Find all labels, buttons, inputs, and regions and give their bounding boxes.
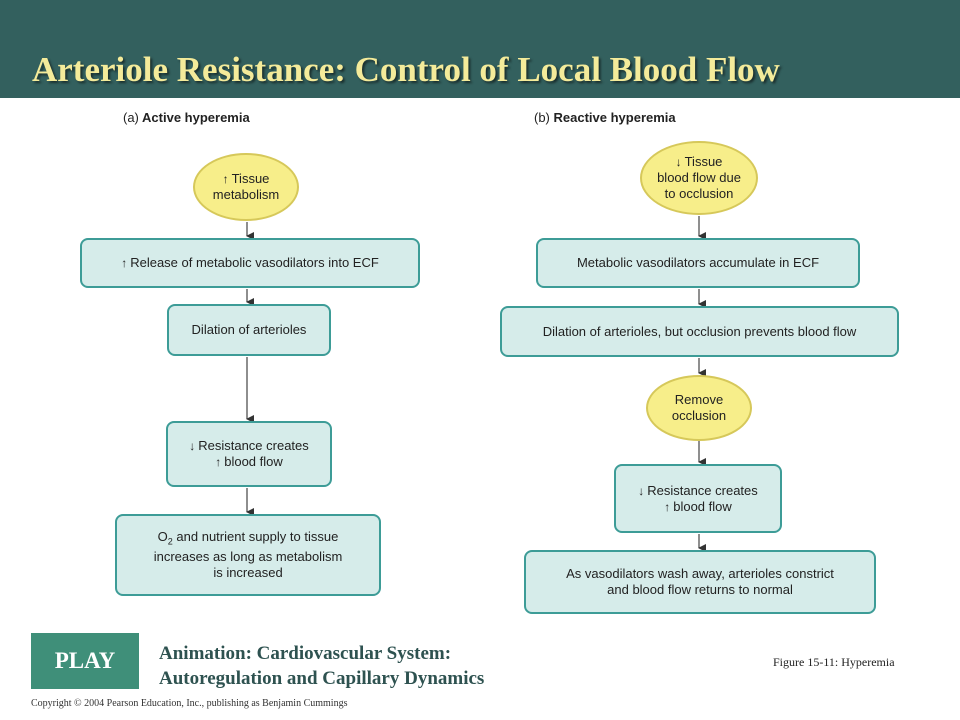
up-arrow-icon: ↑ <box>664 499 671 514</box>
panel-b-vasodilators-wash-away-node: As vasodilators wash away, arterioles co… <box>524 550 876 614</box>
panel-b-dilation-node: Dilation of arterioles, but occlusion pr… <box>500 306 899 357</box>
panel-b-resistance-node: ↓Resistance creates ↑blood flow <box>614 464 782 533</box>
header-bar <box>0 0 960 98</box>
up-arrow-icon: ↑ <box>121 256 128 270</box>
panel-a-dilation-node: Dilation of arterioles <box>167 304 331 356</box>
down-arrow-icon: ↓ <box>189 439 196 453</box>
animation-link[interactable]: Animation: Cardiovascular System: Autore… <box>159 643 485 689</box>
panel-a-nutrient-supply-node: O2 and nutrient supply to tissue increas… <box>115 514 381 596</box>
panel-a-resistance-node: ↓Resistance creates ↑blood flow <box>166 421 332 487</box>
panel-b-remove-occlusion-node: Remove occlusion <box>646 375 752 441</box>
copyright-notice: Copyright © 2004 Pearson Education, Inc.… <box>31 698 348 709</box>
panel-b-tissue-blood-flow-node: ↓Tissue blood flow due to occlusion <box>640 141 758 215</box>
up-arrow-icon: ↑ <box>215 455 222 469</box>
panel-b-vasodilators-accumulate-node: Metabolic vasodilators accumulate in ECF <box>536 238 860 288</box>
up-arrow-icon: ↑ <box>222 172 229 186</box>
play-button[interactable]: PLAY <box>31 633 139 689</box>
figure-caption: Figure 15-11: Hyperemia <box>773 655 895 669</box>
page-title: Arteriole Resistance: Control of Local B… <box>32 50 780 89</box>
panel-a-release-vasodilators-node: ↑Release of metabolic vasodilators into … <box>80 238 420 288</box>
down-arrow-icon: ↓ <box>638 483 645 498</box>
panel-a-tissue-metabolism-node: ↑Tissue metabolism <box>193 153 299 221</box>
down-arrow-icon: ↓ <box>675 155 682 169</box>
panel-a-label: (a) Active hyperemia <box>123 110 250 125</box>
panel-b-label: (b) Reactive hyperemia <box>534 110 676 125</box>
